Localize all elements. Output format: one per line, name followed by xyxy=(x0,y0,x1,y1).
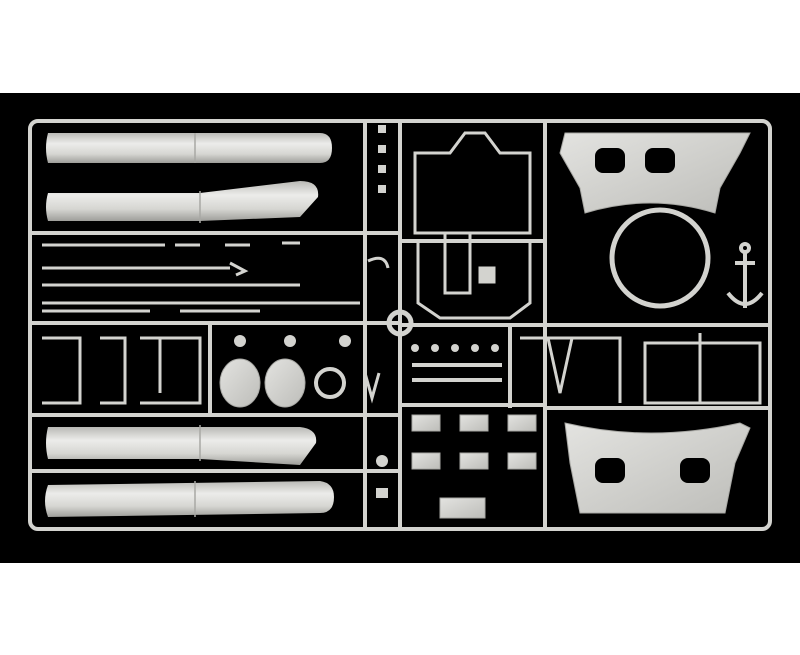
knob-parts xyxy=(411,344,502,382)
disc-parts xyxy=(219,335,381,408)
sprue-studs xyxy=(376,125,388,498)
block-parts xyxy=(411,414,537,519)
tube-parts xyxy=(45,133,334,517)
sprue-hub xyxy=(386,309,414,337)
sprue-frame xyxy=(28,119,772,531)
right-frame-parts xyxy=(520,333,762,405)
cradle-parts xyxy=(559,132,751,514)
ring-part xyxy=(609,207,711,309)
product-photo xyxy=(0,93,800,563)
sprue-illustration xyxy=(28,119,772,531)
frame-parts xyxy=(42,336,202,405)
rod-parts xyxy=(42,241,390,313)
anchor-part xyxy=(726,242,764,308)
hatch-frame xyxy=(413,131,532,320)
